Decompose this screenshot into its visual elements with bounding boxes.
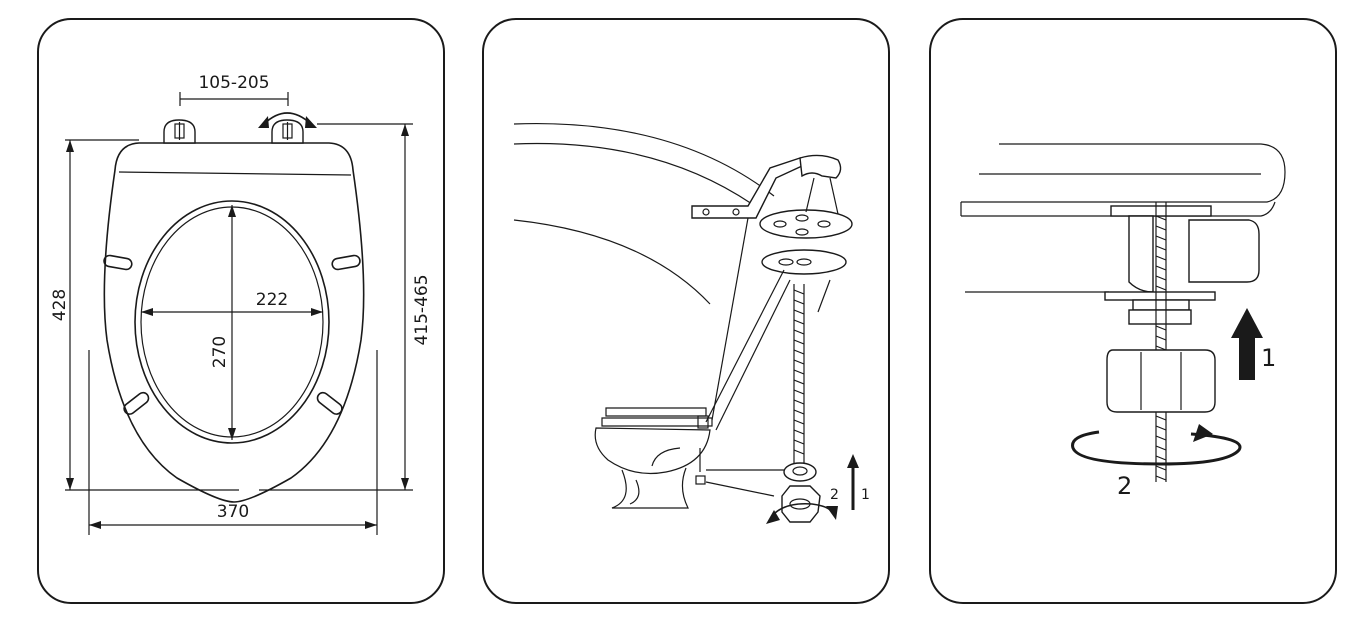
step-label: 2 — [830, 487, 839, 503]
seat-side-view — [960, 143, 1286, 293]
step-label: 2 — [1117, 472, 1132, 500]
hinge-left — [163, 119, 196, 144]
panel-tightening: 1 2 — [929, 18, 1337, 604]
dim-adjust-length: 415-465 — [412, 274, 432, 345]
panel-installation: 2 1 — [482, 18, 890, 604]
dim-length: 428 — [50, 289, 70, 321]
bumper — [103, 254, 133, 271]
rotate-arrow-icon — [1071, 424, 1242, 466]
step-label: 1 — [861, 487, 870, 503]
bumper — [123, 391, 150, 415]
up-arrow-icon — [847, 454, 859, 510]
bumper — [316, 391, 343, 415]
seat-lid-line — [118, 171, 352, 176]
up-arrow-icon — [1231, 308, 1263, 380]
toilet-illustration — [594, 407, 713, 509]
rotate-arrow-icon — [258, 112, 317, 128]
dimension-drawing: 105-205 428 415-465 222 270 370 — [50, 73, 432, 535]
threaded-rod — [1155, 202, 1167, 482]
step-label: 1 — [1261, 344, 1276, 372]
seat-opening-outer — [134, 200, 330, 444]
hinge-right — [271, 119, 304, 144]
dim-inner-length: 270 — [210, 336, 230, 368]
panel-dimensions: 105-205 428 415-465 222 270 370 — [37, 18, 445, 604]
threaded-bolt — [793, 284, 805, 464]
dim-width: 370 — [217, 502, 249, 522]
tightening-drawing: 1 2 — [960, 143, 1286, 500]
dim-inner-width: 222 — [256, 290, 288, 310]
bumper — [331, 254, 361, 271]
installation-drawing: 2 1 — [513, 122, 870, 524]
turn-arrow-icon — [766, 502, 838, 524]
seat-outline — [103, 142, 365, 503]
dim-hinge-span: 105-205 — [198, 73, 269, 93]
